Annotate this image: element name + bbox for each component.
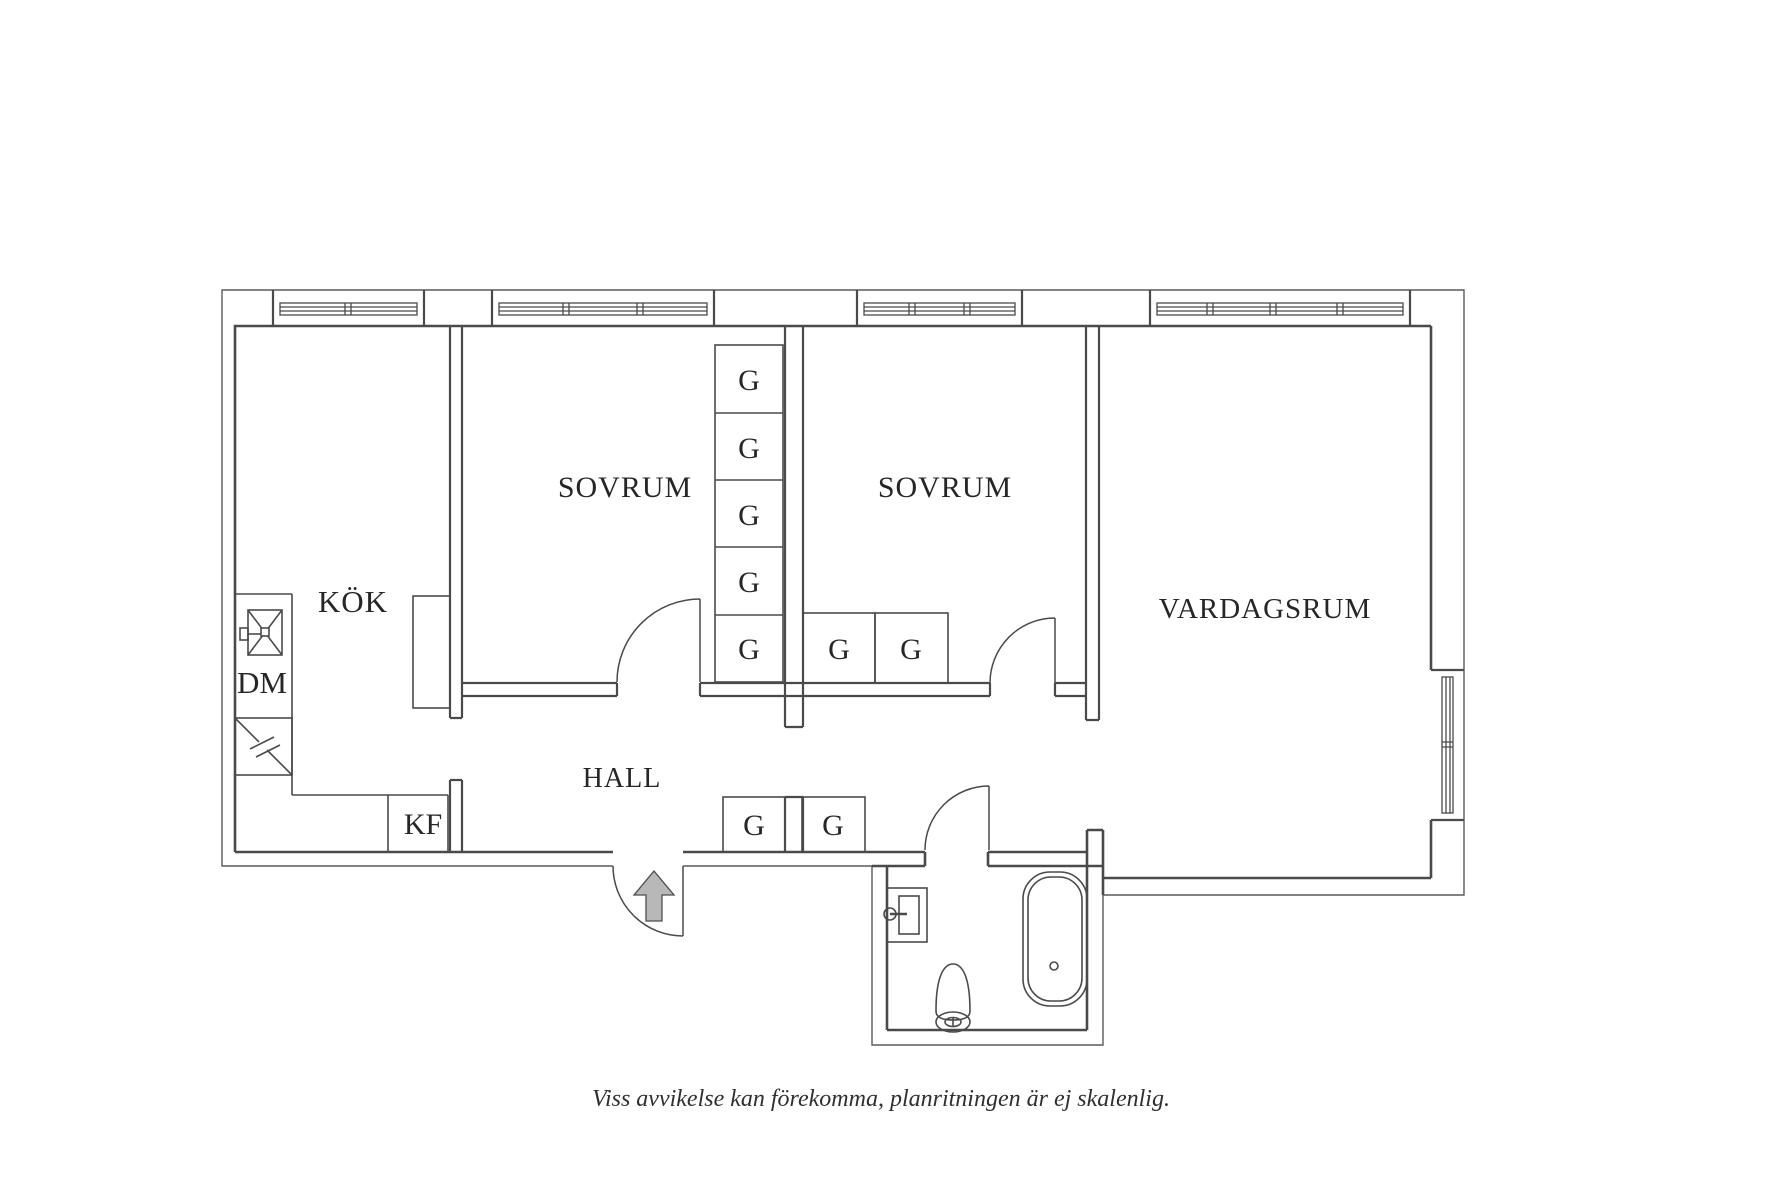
wardrobe-label: G: [900, 633, 922, 666]
window-band-edges: [271, 290, 1464, 822]
toilet-icon: [935, 963, 971, 1033]
door-swing-bathroom: [924, 785, 990, 851]
hall-wardrobe-pillar: [783, 795, 805, 852]
door-swing-bedroom2: [989, 617, 1056, 684]
wardrobe-box: [801, 796, 866, 853]
bedroom-divider-wall: [783, 326, 805, 729]
kitchen-counter: [235, 593, 449, 852]
wardrobe-label: G: [738, 432, 760, 465]
wardrobes: [714, 344, 949, 853]
wardrobe-box: [722, 796, 786, 853]
walls: [221, 289, 1465, 1046]
window-bedroom1: [498, 302, 708, 316]
window-livingroom-east: [1441, 676, 1454, 814]
kitchen-divider-wall: [448, 326, 464, 852]
wardrobe-label: G: [738, 633, 760, 666]
wardrobe-label: G: [738, 364, 760, 397]
window-bedroom2: [863, 302, 1016, 316]
entrance-arrow-icon: [632, 869, 676, 922]
fridge-freezer-label: KF: [404, 808, 442, 841]
room-label-hall: HALL: [583, 763, 662, 794]
caption: Viss avvikelse kan förekomma, planritnin…: [592, 1086, 1170, 1112]
door-swing-entrance: [612, 865, 684, 937]
wardrobe-label: G: [828, 633, 850, 666]
wardrobe-label: G: [822, 809, 844, 842]
door-swing-bedroom1: [616, 598, 701, 683]
wardrobe-box: [874, 612, 949, 684]
wardrobe-label: G: [738, 566, 760, 599]
outer-wall-outline: [221, 289, 1465, 1046]
room-label-kitchen: KÖK: [318, 584, 388, 619]
wardrobe-label: G: [743, 809, 765, 842]
kitchen-bench: [412, 595, 451, 709]
bathtub-icon: [1022, 871, 1088, 1007]
dishwasher-label: DM: [237, 665, 287, 700]
room-label-livingroom: VARDAGSRUM: [1159, 593, 1372, 625]
washbasin-icon: [883, 887, 928, 943]
doors: [612, 598, 1056, 937]
room-label-bedroom2: SOVRUM: [878, 471, 1012, 504]
kitchen-cabinet-break-icon: [234, 717, 293, 776]
windows: [279, 302, 1454, 814]
kitchen-fixtures: [234, 593, 451, 852]
wardrobe-column-bedroom1: [714, 344, 784, 683]
livingroom-divider-wall: [1084, 326, 1101, 722]
kitchen-sink-icon: [239, 609, 283, 656]
window-kitchen: [279, 302, 418, 316]
inner-wall-faces: [233, 324, 1433, 1032]
room-label-bedroom1: SOVRUM: [558, 471, 692, 504]
bedroom-bottom-wall: [462, 681, 1086, 698]
bathroom-fixtures: [883, 871, 1088, 1033]
wardrobe-label: G: [738, 499, 760, 532]
window-livingroom-top: [1156, 302, 1404, 316]
